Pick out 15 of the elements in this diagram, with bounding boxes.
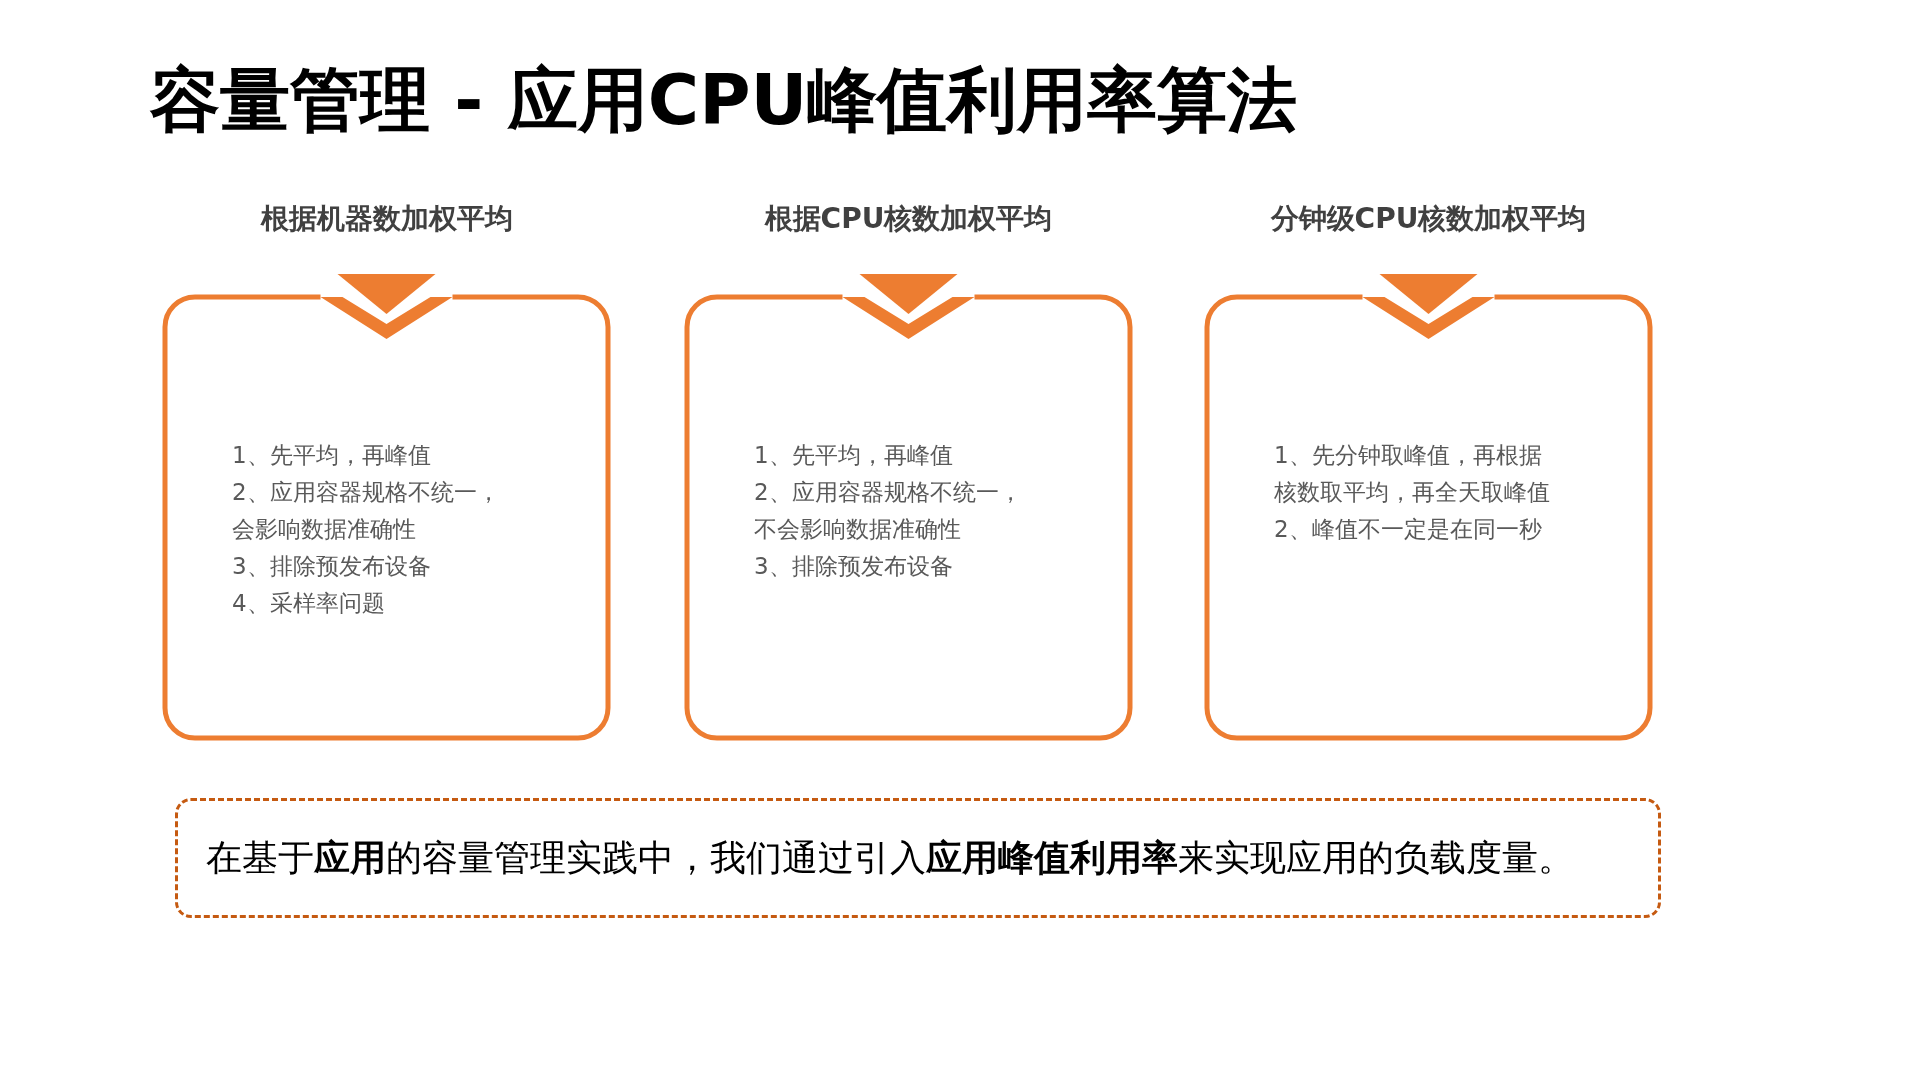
list-item: 2、峰值不一定是在同一秒 bbox=[1274, 515, 1543, 544]
list-item: 3、排除预发布设备 bbox=[232, 552, 432, 581]
list-item: 2、应用容器规格不统一，不会影响数据准确性 bbox=[754, 478, 1023, 544]
list-item: 1、先平均，再峰值 bbox=[232, 441, 432, 470]
slide-title: 容量管理 - 应用CPU峰值利用率算法 bbox=[150, 58, 1298, 143]
column-heading: 根据CPU核数加权平均 bbox=[763, 201, 1054, 237]
column-heading: 分钟级CPU核数加权平均 bbox=[1269, 201, 1588, 237]
dashed-note-box bbox=[175, 798, 1661, 918]
list-item: 4、采样率问题 bbox=[232, 589, 386, 618]
list-item: 3、排除预发布设备 bbox=[754, 552, 954, 581]
list-item: 1、先平均，再峰值 bbox=[754, 441, 954, 470]
list-item: 1、先分钟取峰值，再根据核数取平均，再全天取峰值 bbox=[1274, 441, 1551, 507]
summary-sentence: 在基于应用的容量管理实践中，我们通过引入应用峰值利用率来实现应用的负载度量。 bbox=[206, 835, 1575, 880]
list-item: 2、应用容器规格不统一，会影响数据准确性 bbox=[232, 478, 501, 544]
column-heading: 根据机器数加权平均 bbox=[259, 201, 514, 237]
